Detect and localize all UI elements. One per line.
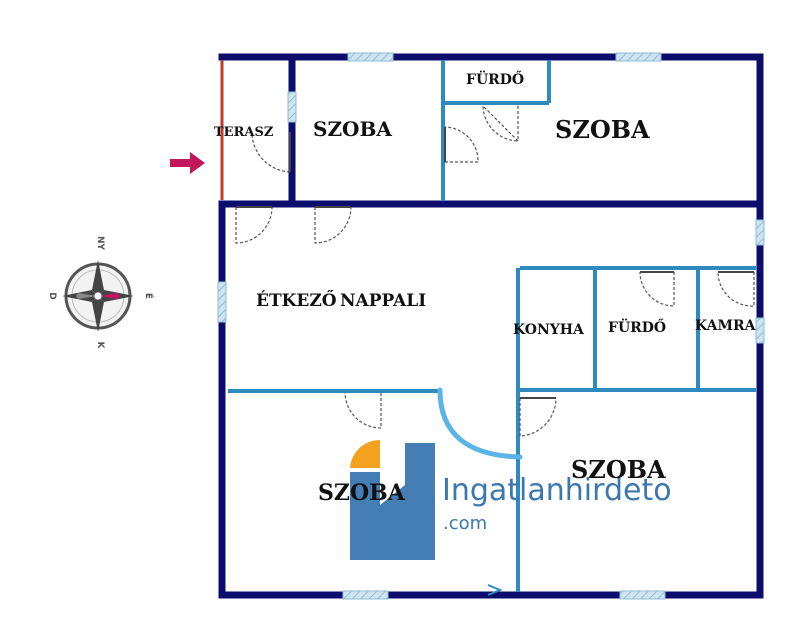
room-label-terasz: TERASZ (214, 125, 274, 140)
compass-south-label: K (95, 342, 105, 350)
room-label-kamra: KAMRA (695, 318, 757, 334)
room-label-nappali: NAPPALI (340, 291, 426, 311)
room-label-szoba-top-left: SZOBA (313, 117, 392, 141)
room-label-furdo-top: FÜRDŐ (466, 69, 524, 88)
doors (235, 104, 755, 437)
room-label-etkezo: ÉTKEZŐ (256, 290, 337, 311)
watermark-domain: .com (443, 513, 487, 534)
entry-arrow-icon (170, 152, 205, 174)
inner-walls (228, 60, 756, 592)
compass-icon (62, 260, 134, 332)
outer-walls (218, 53, 764, 599)
room-label-konyha: KONYHA (513, 322, 585, 338)
watermark-logo (350, 439, 435, 560)
compass-east-label: É (143, 293, 155, 299)
room-label-szoba-bottom-right: SZOBA (571, 455, 666, 484)
door-leaves (236, 127, 754, 399)
bottom-arrow-icon (487, 584, 503, 596)
windows (217, 52, 765, 600)
stair-curve (437, 387, 523, 460)
room-label-furdo-mid: FÜRDŐ (608, 317, 666, 336)
room-label-szoba-bottom-left: SZOBA (318, 480, 406, 506)
room-label-szoba-top-right: SZOBA (555, 115, 650, 144)
compass-north-label: NY (95, 236, 105, 251)
compass-west-label: D (47, 292, 57, 299)
watermark-brand: Ingatlanhirdeto (442, 473, 672, 508)
